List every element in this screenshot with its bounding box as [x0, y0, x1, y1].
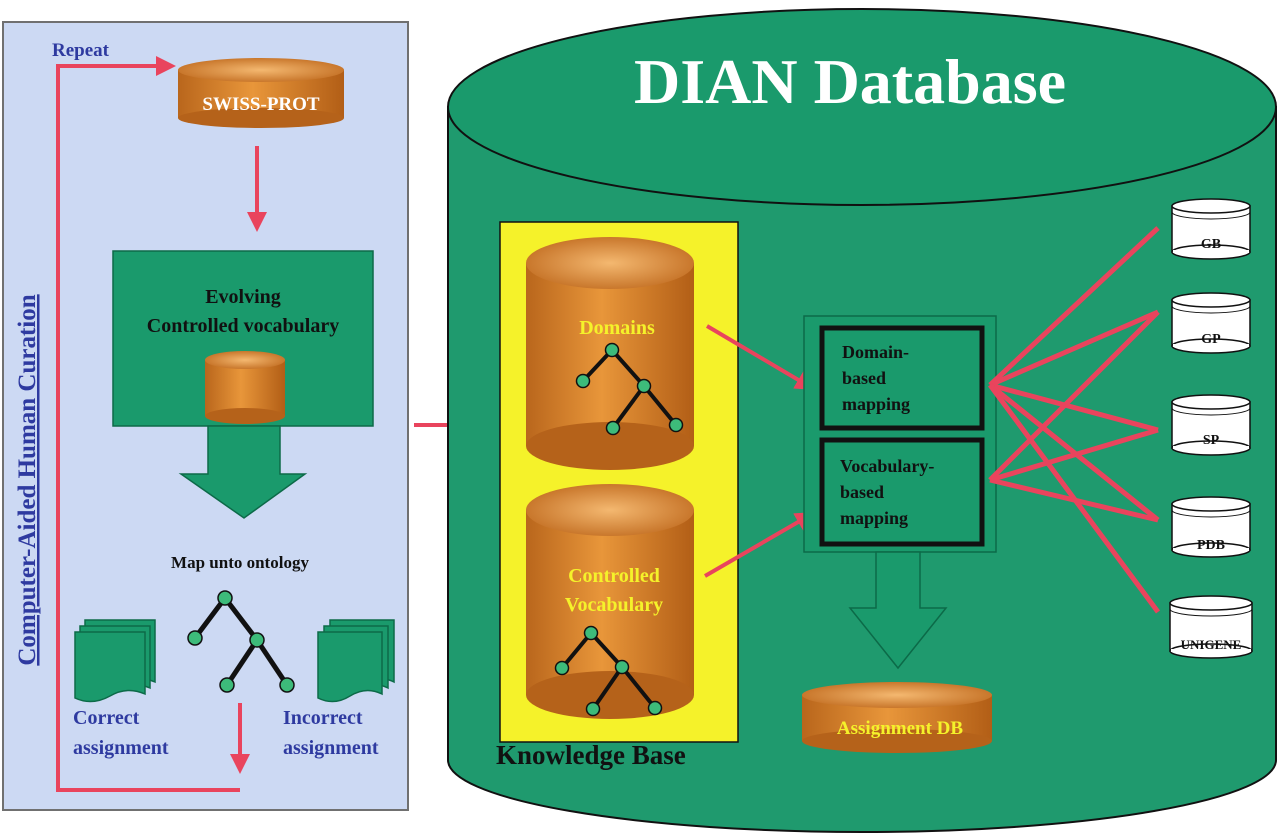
domain-map-line1: Domain-: [842, 342, 909, 362]
external-db-links: [987, 226, 1161, 614]
vocab-box-line1: Evolving: [205, 286, 281, 308]
correct-line2: assignment: [73, 737, 169, 759]
external-db-sp-label: SP: [1203, 433, 1220, 448]
external-db-gp-label: GP: [1201, 332, 1221, 347]
repeat-label: Repeat: [52, 40, 110, 61]
domains-tree-icon: [575, 342, 684, 436]
ontology-tree-icon: [187, 590, 295, 693]
vocabulary-to-mapping-arrow: [703, 511, 816, 578]
incorrect-documents-icon: [317, 619, 395, 703]
domains-label: Domains: [579, 317, 655, 339]
external-db-unigene-label: UNIGENE: [1181, 637, 1242, 652]
external-db-pdb: PDB: [1171, 496, 1251, 558]
correct-documents-icon: [74, 619, 156, 703]
vocab-map-line3: mapping: [840, 508, 908, 528]
vocab-box-line2: Controlled vocabulary: [147, 315, 339, 337]
vocab-map-line2: based: [840, 482, 884, 502]
vocab-box: Evolving Controlled vocabulary: [112, 250, 374, 427]
external-db-gb: GB: [1171, 198, 1251, 260]
mapping-down-arrow: [848, 551, 948, 670]
external-db-gp: GP: [1171, 292, 1251, 354]
vocabulary-mapping-box: Vocabulary- based mapping: [819, 437, 985, 547]
assignment-db-label: Assignment DB: [837, 718, 963, 739]
swissprot-label: SWISS-PROT: [202, 94, 320, 115]
swissprot-cylinder: SWISS-PROT: [178, 58, 344, 128]
vocab-map-line1: Vocabulary-: [840, 456, 934, 476]
domain-map-line2: based: [842, 368, 886, 388]
cv-line1: Controlled: [568, 565, 660, 587]
domain-map-line3: mapping: [842, 394, 910, 414]
incorrect-line1: Incorrect: [283, 707, 363, 729]
correct-line1: Correct: [73, 707, 140, 729]
external-db-unigene: UNIGENE: [1169, 595, 1253, 659]
external-db-sp: SP: [1171, 394, 1251, 456]
vocab-down-arrow: [178, 425, 308, 519]
database-title: DIAN Database: [634, 46, 1066, 117]
assignment-db-cylinder: Assignment DB: [802, 682, 992, 753]
cv-line2: Vocabulary: [565, 594, 663, 616]
domains-to-mapping-arrow: [705, 324, 816, 391]
controlled-vocabulary-cylinder: Controlled Vocabulary: [526, 484, 694, 719]
knowledge-base-label: Knowledge Base: [496, 740, 686, 770]
domain-mapping-box: Domain- based mapping: [819, 325, 985, 431]
domains-cylinder: Domains: [526, 237, 694, 470]
vocab-cylinder: [205, 351, 285, 424]
vocabulary-tree-icon: [554, 625, 663, 717]
external-db-gb-label: GB: [1201, 237, 1221, 252]
incorrect-line2: assignment: [283, 737, 379, 759]
map-unto-ontology-label: Map unto ontology: [171, 553, 309, 572]
repeat-loop-arrow: [56, 56, 240, 792]
external-db-pdb-label: PDB: [1197, 538, 1225, 553]
side-title: Computer-Aided Human Curation: [14, 294, 41, 665]
